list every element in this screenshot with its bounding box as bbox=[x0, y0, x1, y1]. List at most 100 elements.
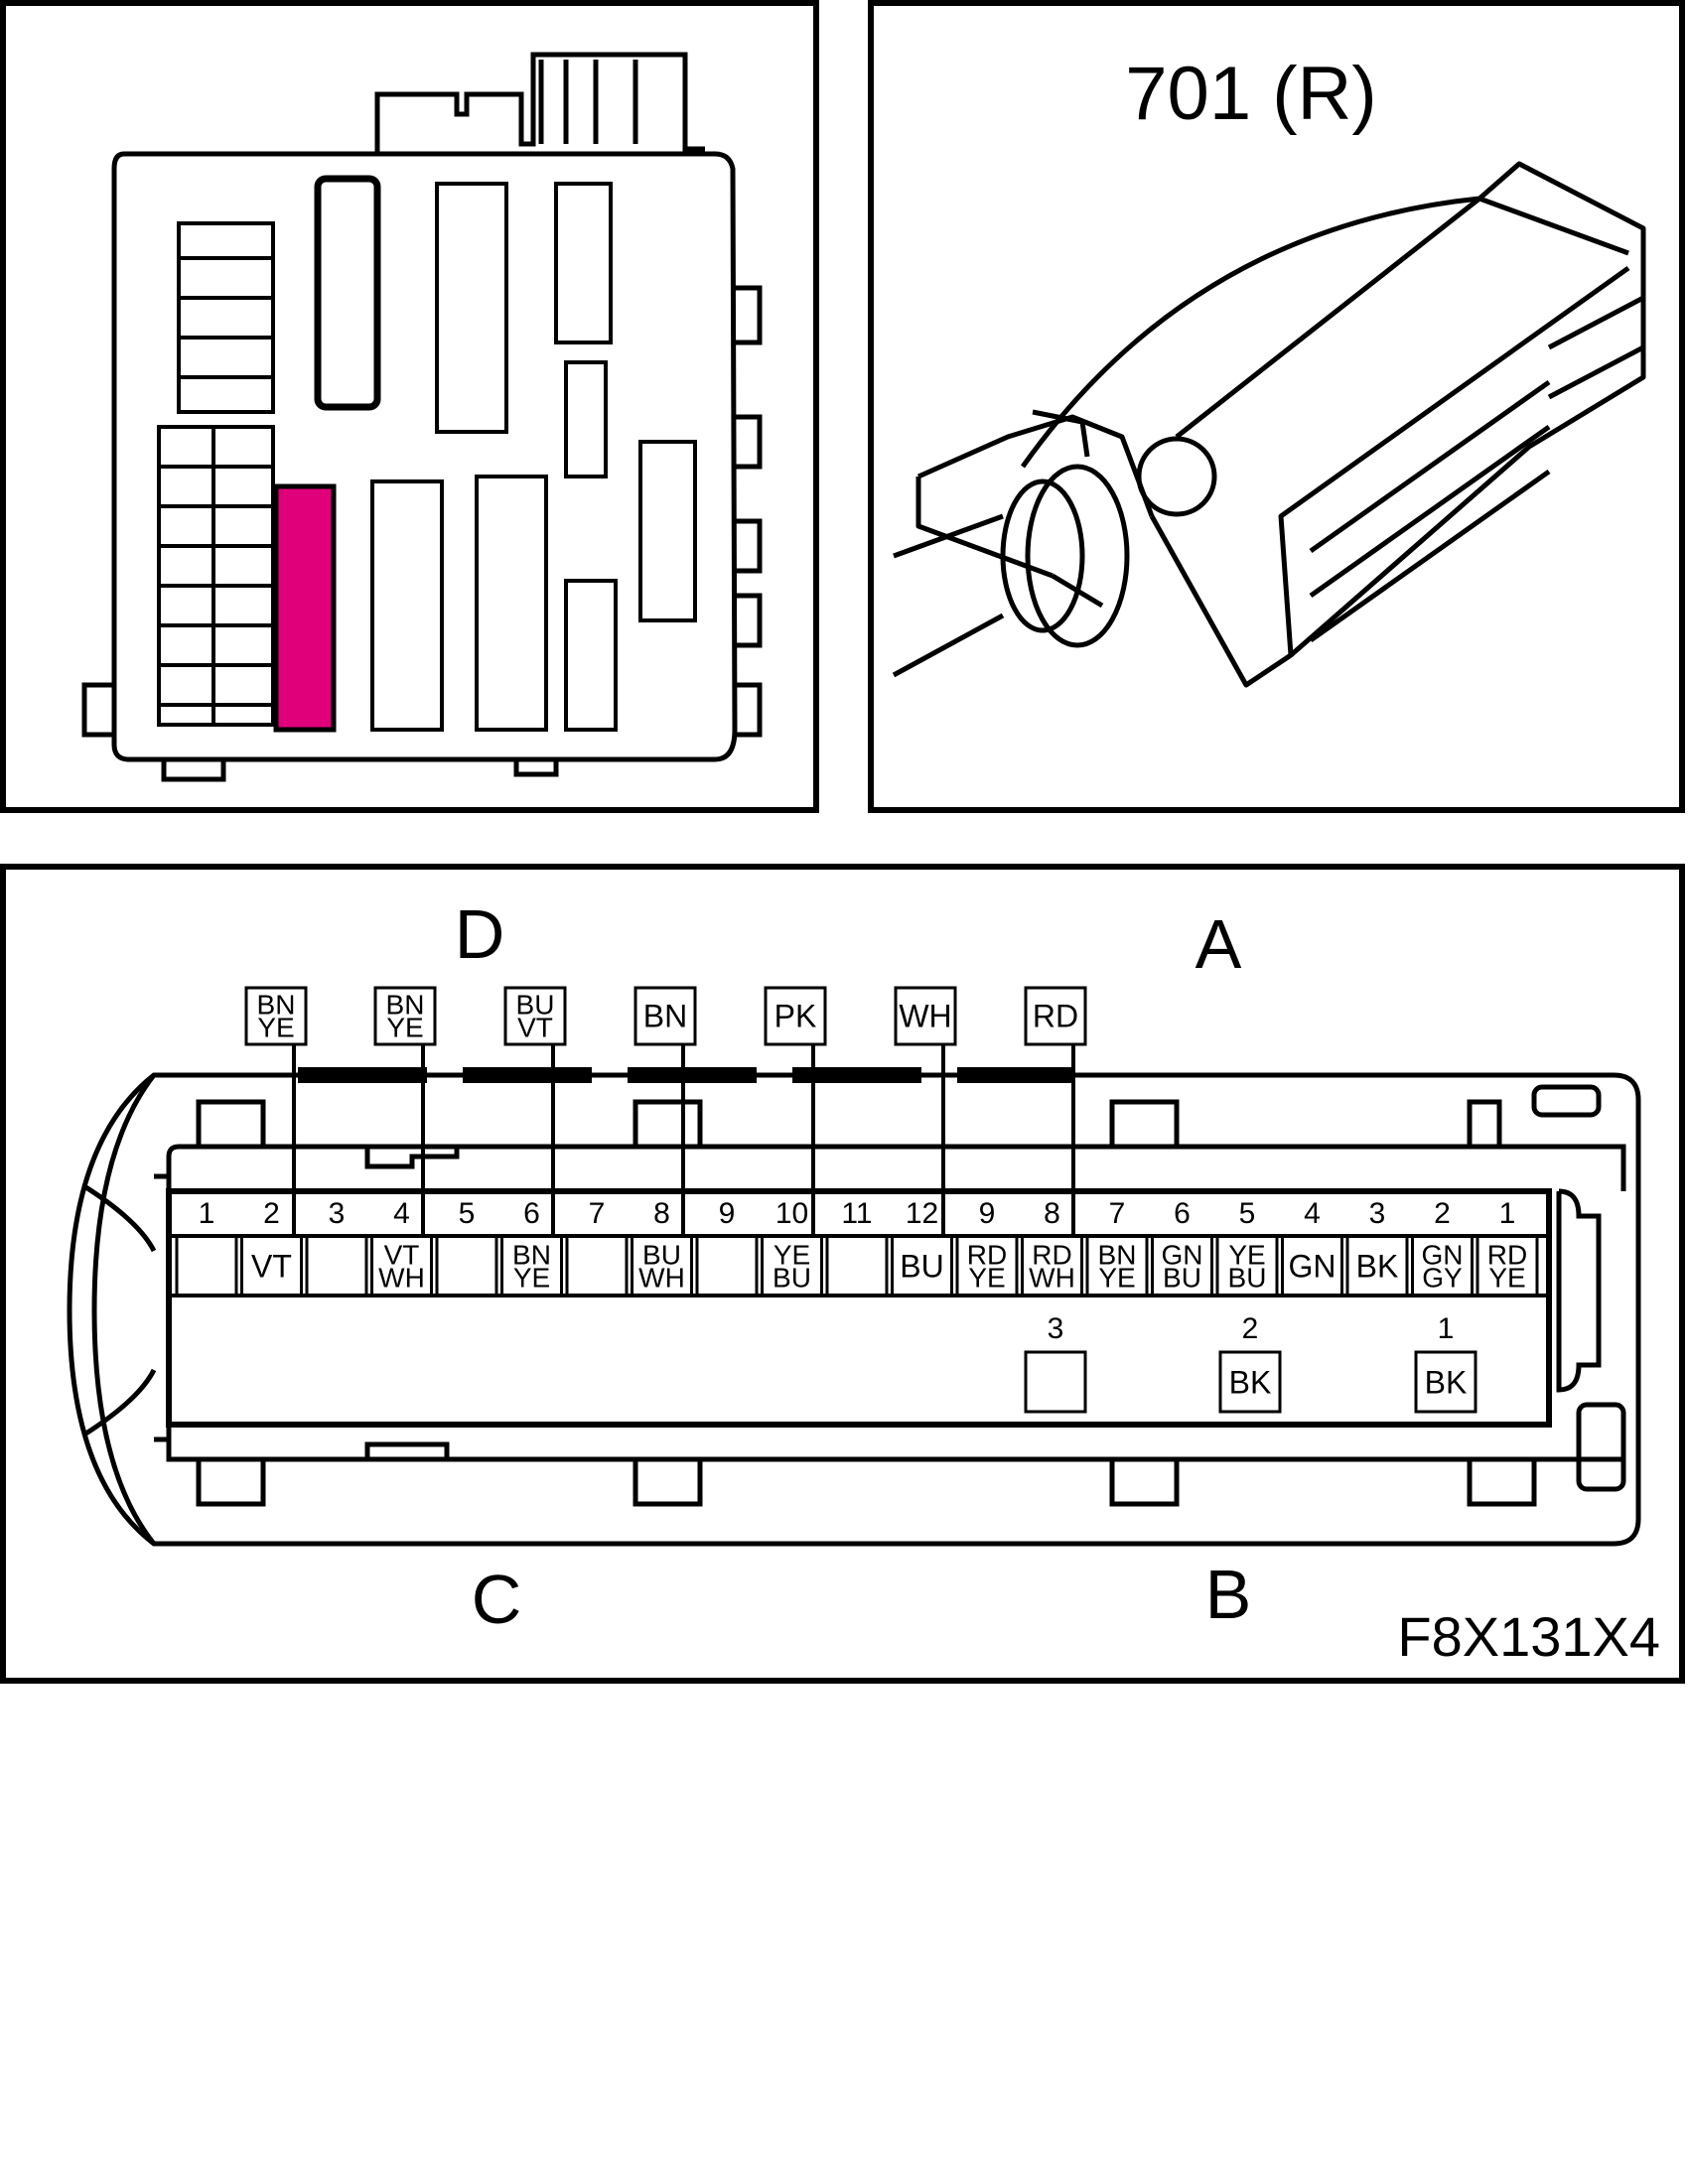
pin-box bbox=[1281, 1234, 1343, 1297]
pin-number: 3 bbox=[329, 1197, 346, 1230]
connector-face-outline bbox=[67, 1072, 1641, 1547]
pin-number: 6 bbox=[1174, 1197, 1191, 1230]
pin-cell-d5: 5 bbox=[435, 1197, 498, 1297]
pin-number: 7 bbox=[589, 1197, 606, 1230]
pin-number: 2 bbox=[263, 1197, 280, 1230]
fuse-box-housing bbox=[81, 52, 763, 782]
wire-color-code: RD bbox=[1033, 999, 1078, 1034]
pin-number: 1 bbox=[199, 1197, 215, 1230]
wire-color-code: RD bbox=[1032, 1240, 1071, 1271]
pin-number: 6 bbox=[523, 1197, 540, 1230]
wire-color-code: YE bbox=[257, 1013, 294, 1043]
side-label-d: D bbox=[455, 895, 505, 973]
wire-color-code: PK bbox=[774, 999, 817, 1034]
tag-box bbox=[894, 986, 957, 1046]
pin-cell-d1: 1 bbox=[175, 1197, 238, 1297]
wire-color-code: GN bbox=[1422, 1240, 1464, 1271]
wire-color-code: BU bbox=[1228, 1263, 1267, 1294]
pin-box bbox=[435, 1234, 498, 1297]
wire-color-code: YE bbox=[1098, 1263, 1135, 1294]
wire-color-code: YE bbox=[774, 1240, 810, 1271]
pinout-panel: D A C B F8X131X4 bbox=[0, 864, 1685, 1684]
pin-number: 3 bbox=[1369, 1197, 1386, 1230]
wire-color-code: GN bbox=[1289, 1249, 1336, 1285]
pin-number: 9 bbox=[719, 1197, 736, 1230]
pin-box bbox=[175, 1234, 238, 1297]
wire-color-code: YE bbox=[386, 1013, 423, 1043]
pin-number: 9 bbox=[979, 1197, 996, 1230]
wire-color-code: VT bbox=[517, 1013, 553, 1043]
tag-box bbox=[503, 986, 567, 1046]
pin-number: 7 bbox=[1109, 1197, 1126, 1230]
c-row-wire-tag: RD bbox=[1024, 986, 1087, 1236]
wire-color-code: WH bbox=[378, 1263, 425, 1294]
wire-color-code: BU bbox=[642, 1240, 681, 1271]
wire-color-code: VT bbox=[384, 1240, 420, 1271]
pin-number: 11 bbox=[841, 1197, 872, 1230]
wire-color-code: BU bbox=[900, 1249, 943, 1285]
pin-cell-b1: 1BK bbox=[1414, 1312, 1477, 1414]
side-label-b: B bbox=[1205, 1556, 1252, 1633]
pinout-panel-frame bbox=[0, 864, 1685, 1684]
pin-number: 12 bbox=[906, 1197, 938, 1230]
pin-number: 5 bbox=[1239, 1197, 1256, 1230]
pin-number: 3 bbox=[1048, 1312, 1064, 1345]
pin-box bbox=[1414, 1350, 1477, 1414]
connector-drawing bbox=[892, 161, 1646, 688]
pin-box bbox=[1024, 1350, 1087, 1414]
pin-cell-b3: 3 bbox=[1024, 1312, 1087, 1414]
wire-color-code: BN bbox=[512, 1240, 551, 1271]
wire-color-code: BN bbox=[643, 999, 687, 1034]
pin-cell-a3: 3BK bbox=[1345, 1197, 1409, 1297]
pin-box bbox=[825, 1234, 889, 1297]
wire-color-code: BU bbox=[516, 990, 555, 1021]
pin-box bbox=[631, 1234, 693, 1297]
connector-title: 701 (R) bbox=[1125, 52, 1376, 136]
tag-box bbox=[764, 986, 827, 1046]
pin-number: 2 bbox=[1242, 1312, 1259, 1345]
pin-box bbox=[565, 1234, 629, 1297]
wire-color-code: GN bbox=[1162, 1240, 1203, 1271]
fuse-box-panel-frame bbox=[0, 0, 819, 813]
wire-color-code: BK bbox=[1229, 1365, 1272, 1401]
pin-cell-b2: 2BK bbox=[1218, 1312, 1282, 1414]
wire-color-code: VT bbox=[251, 1249, 292, 1285]
wire-color-code: RD bbox=[1487, 1240, 1527, 1271]
highlighted-connector-location bbox=[273, 483, 337, 733]
pin-number: 2 bbox=[1434, 1197, 1451, 1230]
pin-cell-a4: 4GN bbox=[1281, 1197, 1343, 1297]
tag-box bbox=[244, 986, 308, 1046]
pin-box bbox=[1345, 1234, 1409, 1297]
wire-color-code: WH bbox=[638, 1263, 685, 1294]
pin-number: 4 bbox=[393, 1197, 410, 1230]
c-row-wire-tag: WH bbox=[894, 986, 957, 1236]
side-label-a: A bbox=[1196, 905, 1242, 983]
fuse-box-relays bbox=[157, 175, 697, 732]
c-row-wire-tag: BN bbox=[633, 986, 697, 1236]
pin-number: 10 bbox=[775, 1197, 808, 1230]
tag-box bbox=[633, 986, 697, 1046]
wire-color-code: YE bbox=[968, 1263, 1005, 1294]
wire-color-code: RD bbox=[967, 1240, 1007, 1271]
wire-color-code: WH bbox=[899, 999, 951, 1034]
pin-number: 4 bbox=[1304, 1197, 1321, 1230]
wire-color-code: YE bbox=[513, 1263, 550, 1294]
wire-color-code: BN bbox=[257, 990, 296, 1021]
wire-color-code: YE bbox=[1228, 1240, 1265, 1271]
